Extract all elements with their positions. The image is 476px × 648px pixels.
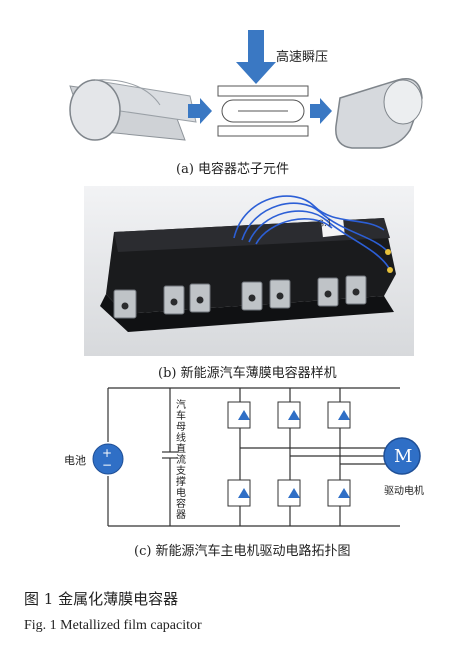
bus-cap-char: 撑 (176, 477, 186, 488)
bus-cap-char: 支 (176, 466, 186, 477)
bus-cap-char: 直 (176, 444, 186, 455)
bus-cap-char: 流 (176, 455, 186, 466)
press-block (217, 85, 309, 137)
battery-label: 电池 (64, 454, 86, 467)
bus-cap-char: 容 (176, 499, 186, 510)
bus-cap-char: 汽 (176, 400, 186, 411)
battery-plus: + (102, 446, 113, 460)
battery-minus: − (102, 458, 113, 472)
bus-cap-char: 电 (176, 488, 186, 499)
caption-c: (c) 新能源汽车主电机驱动电路拓扑图 (134, 544, 351, 559)
bus-cap-char: 器 (176, 510, 186, 521)
drive-circuit-diagram (92, 387, 421, 527)
flattened-element (335, 78, 423, 149)
sticker-text: S.1 (317, 218, 333, 230)
arrow-right-1 (188, 98, 212, 124)
bus-cap-char: 车 (176, 411, 186, 422)
bus-cap-char: 线 (176, 433, 186, 444)
battery-icon (92, 443, 124, 475)
motor-symbol: M (394, 446, 413, 467)
caption-b: (b) 新能源汽车薄膜电容器样机 (158, 366, 337, 381)
figure-title-cn: 图 1 金属化薄膜电容器 (24, 590, 179, 608)
press-arrow-down (236, 30, 276, 84)
arrow-right-2 (310, 98, 332, 124)
press-label: 高速瞬压 (276, 50, 329, 65)
motor-icon (383, 437, 421, 475)
motor-label: 驱动电机 (384, 486, 424, 497)
panel-a-diagram (69, 30, 423, 149)
bus-cap-char: 母 (176, 422, 186, 433)
capacitor-prototype-image (84, 186, 414, 356)
film-roll (69, 79, 197, 141)
capacitor-photo (84, 186, 414, 356)
bus-capacitor-label: 汽 车 母 线 直 流 支 撑 电 容 器 (176, 400, 188, 521)
caption-a: (a) 电容器芯子元件 (176, 162, 290, 177)
figure-title-en: Fig. 1 Metallized film capacitor (24, 618, 202, 633)
igbt-switches (227, 401, 351, 507)
